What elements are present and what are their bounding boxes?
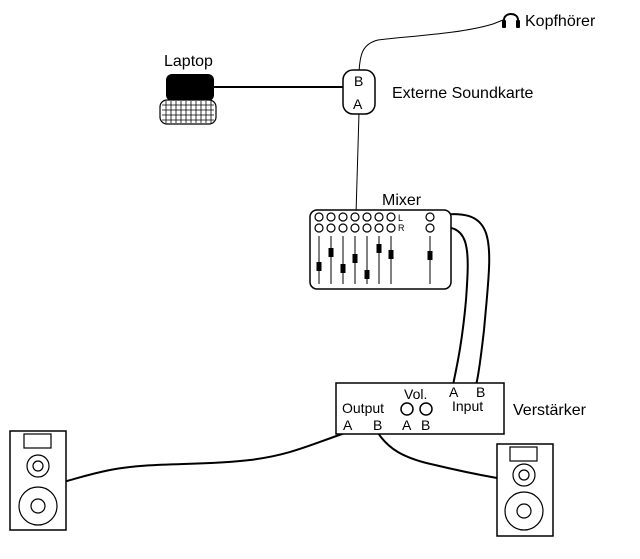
wires (66, 19, 504, 482)
mixer-knobs (314, 212, 435, 233)
mixer-master-knob (425, 212, 435, 222)
mixer-knob (314, 212, 324, 222)
mixer-fader-handle (352, 254, 358, 263)
mixer-fader-handle (328, 248, 334, 257)
mixer-knob (350, 223, 360, 233)
wire-amp-output-a-speaker-left (66, 432, 346, 482)
amp-vol-knob-a (400, 402, 414, 416)
mixer-fader-handle (364, 270, 370, 279)
mixer-knob (326, 212, 336, 222)
mixer-knob (314, 223, 324, 233)
speaker-icon (496, 443, 554, 537)
mixer-fader-handle (427, 251, 433, 260)
mixer-knob (338, 212, 348, 222)
mixer: Mixer L R (309, 192, 452, 290)
wire-amp-output-b-speaker-right (377, 432, 498, 479)
mixer-knob (362, 212, 372, 222)
speaker-right (496, 443, 554, 537)
mixer-knob (326, 223, 336, 233)
soundcard-label: Externe Soundkarte (392, 85, 534, 102)
soundcard-box (342, 69, 376, 115)
wire-mixer-l-amp-input-b (432, 213, 491, 386)
mixer-master-knob (425, 223, 435, 233)
mixer-knob (350, 212, 360, 222)
mixer-fader-handle (388, 250, 394, 259)
mixer-channel-r-label: R (398, 223, 405, 233)
mixer-knob (386, 223, 396, 233)
amp-input-label: Input (452, 398, 483, 414)
amp-vol-knob-b (419, 402, 433, 416)
mixer-knob (374, 212, 384, 222)
amp-output-label: Output (342, 400, 384, 416)
amp-vol-a-label: A (402, 417, 412, 433)
amp-input-a-label: A (449, 384, 459, 400)
mixer-fader-handle (340, 264, 346, 273)
headphones-label: Kopfhörer (525, 13, 596, 30)
soundcard-port-a: A (353, 96, 363, 112)
headphones: Kopfhörer (502, 13, 596, 30)
speaker-icon (9, 430, 67, 531)
soundcard-port-b: B (354, 73, 363, 89)
amp-vol-label: Vol. (404, 386, 427, 402)
mixer-fader-handle (316, 262, 322, 271)
amp-output-a-label: A (343, 417, 353, 433)
amp-output-b-label: B (373, 417, 382, 433)
amplifier-label: Verstärker (513, 402, 587, 419)
mixer-faders (316, 236, 433, 284)
mixer-channel-l-label: L (398, 213, 403, 223)
soundcard: B A Externe Soundkarte (342, 69, 534, 115)
amp-input-b-label: B (476, 384, 485, 400)
mixer-label: Mixer (382, 192, 422, 209)
laptop: Laptop (159, 53, 217, 125)
wire-mixer-r-amp-input-a (432, 226, 469, 386)
amplifier: Output A B Vol. A B A B Input Verstärker (335, 382, 587, 435)
mixer-knob (386, 212, 396, 222)
laptop-label: Laptop (164, 53, 213, 70)
mixer-knob (338, 223, 348, 233)
mixer-knob (374, 223, 384, 233)
amp-vol-b-label: B (421, 417, 430, 433)
wire-soundcard-headphones (358, 19, 504, 73)
speaker-left (9, 430, 67, 531)
headphones-icon (502, 13, 520, 28)
mixer-knob (362, 223, 372, 233)
mixer-fader-handle (376, 244, 382, 253)
wire-soundcard-mixer (355, 112, 360, 215)
laptop-icon (159, 74, 217, 125)
